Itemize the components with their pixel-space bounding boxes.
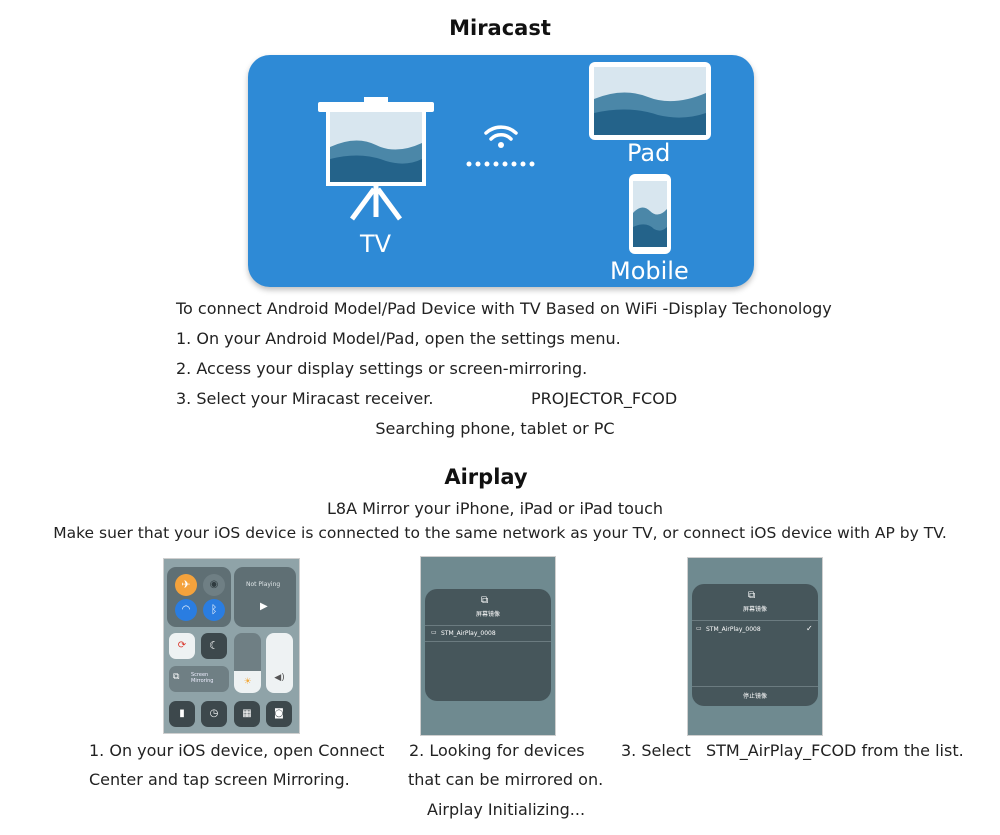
brightness-slider: ☀ — [234, 633, 261, 693]
now-playing-label: Not Playing — [246, 581, 281, 588]
caption-1-line-2: Center and tap screen Mirroring. — [89, 770, 350, 789]
airplay-note: Make suer that your iOS device is connec… — [53, 524, 947, 542]
smartphone-icon — [629, 174, 671, 254]
caption-1-line-1: 1. On your iOS device, open Connect — [89, 741, 385, 760]
brightness-icon: ☀ — [234, 671, 261, 693]
divider — [692, 620, 818, 621]
play-icon: ▶ — [260, 601, 268, 612]
wifi-toggle-icon: ◠ — [175, 599, 197, 621]
pad-label: Pad — [627, 139, 671, 167]
miracast-step-3: 3. Select your Miracast receiver. — [176, 389, 434, 408]
divider — [425, 641, 551, 642]
stop-mirroring-button[interactable]: 停止镜像 — [742, 693, 767, 700]
caption-2-line-2: that can be mirrored on. — [408, 770, 604, 789]
wifi-icon — [466, 125, 535, 167]
bluetooth-icon: ᛒ — [203, 599, 225, 621]
divider — [425, 625, 551, 626]
miracast-title: Miracast — [449, 16, 551, 40]
mirroring-panel: ⧉ 屏幕镜像 ▭ STM_AirPlay_0008 ✓ 停止镜像 — [692, 584, 818, 706]
mirroring-panel: ⧉ 屏幕镜像 ▭ STM_AirPlay_0008 — [425, 589, 551, 701]
panel-title: 屏幕镜像 — [475, 611, 500, 618]
cellular-icon: ◉ — [203, 574, 225, 596]
airplay-subtitle: L8A Mirror your iPhone, iPad or iPad tou… — [326, 499, 664, 518]
tv-icon: ▭ — [431, 629, 437, 636]
mirroring-search-screenshot: ⧉ 屏幕镜像 ▭ STM_AirPlay_0008 — [420, 556, 556, 736]
tv-icon: ▭ — [696, 625, 702, 632]
device-name[interactable]: STM_AirPlay_0008 — [441, 630, 496, 637]
receiver-name: PROJECTOR_FCOD — [531, 389, 678, 408]
caption-2-line-3: Airplay Initializing... — [427, 800, 586, 819]
mirroring-selected-screenshot: ⧉ 屏幕镜像 ▭ STM_AirPlay_0008 ✓ 停止镜像 — [687, 557, 823, 736]
miracast-step-1: 1. On your Android Model/Pad, open the s… — [176, 329, 621, 348]
now-playing-panel: Not Playing ▶ — [234, 567, 296, 627]
miracast-step-2: 2. Access your display settings or scree… — [176, 359, 588, 378]
divider — [692, 686, 818, 687]
checkmark-icon: ✓ — [806, 624, 813, 633]
airplay-title: Airplay — [444, 465, 528, 489]
rotation-lock-icon: ⟳ — [169, 633, 195, 659]
screen-mirroring-icon: ⧉ — [748, 590, 756, 601]
mobile-label: Mobile — [610, 257, 689, 285]
do-not-disturb-icon: ☾ — [201, 633, 227, 659]
flashlight-icon: ▮ — [169, 701, 195, 727]
screen-mirroring-icon: ⧉ — [173, 672, 180, 682]
airplane-mode-icon: ✈ — [175, 574, 197, 596]
screen-mirroring-tile: ⧉ Screen Mirroring — [169, 666, 229, 692]
camera-icon: ◙ — [266, 701, 292, 727]
volume-slider: ◀) — [266, 633, 293, 693]
miracast-intro: To connect Android Model/Pad Device with… — [176, 299, 832, 318]
caption-2-line-1: 2. Looking for devices — [409, 741, 585, 760]
screen-mirroring-label: Screen Mirroring — [191, 672, 214, 684]
device-name[interactable]: STM_AirPlay_0008 — [706, 626, 761, 633]
caption-3-prefix: 3. Select — [621, 741, 691, 760]
searching-text: Searching phone, tablet or PC — [375, 419, 615, 438]
timer-icon: ◷ — [201, 701, 227, 727]
tv-label: TV — [360, 230, 392, 258]
projector-screen-icon — [318, 97, 434, 221]
screen-mirroring-icon: ⧉ — [481, 595, 489, 606]
calculator-icon: ▦ — [234, 701, 260, 727]
tablet-icon — [589, 62, 711, 140]
connectivity-panel: ✈ ◉ ◠ ᛒ — [167, 567, 231, 627]
control-center-screenshot: ✈ ◉ ◠ ᛒ Not Playing ▶ ⟳ ☾ ⧉ Screen Mirro… — [163, 558, 300, 734]
panel-title: 屏幕镜像 — [742, 606, 767, 613]
miracast-banner: TV Pad Mobile — [248, 55, 754, 287]
caption-3-suffix: STM_AirPlay_FCOD from the list. — [706, 741, 964, 760]
